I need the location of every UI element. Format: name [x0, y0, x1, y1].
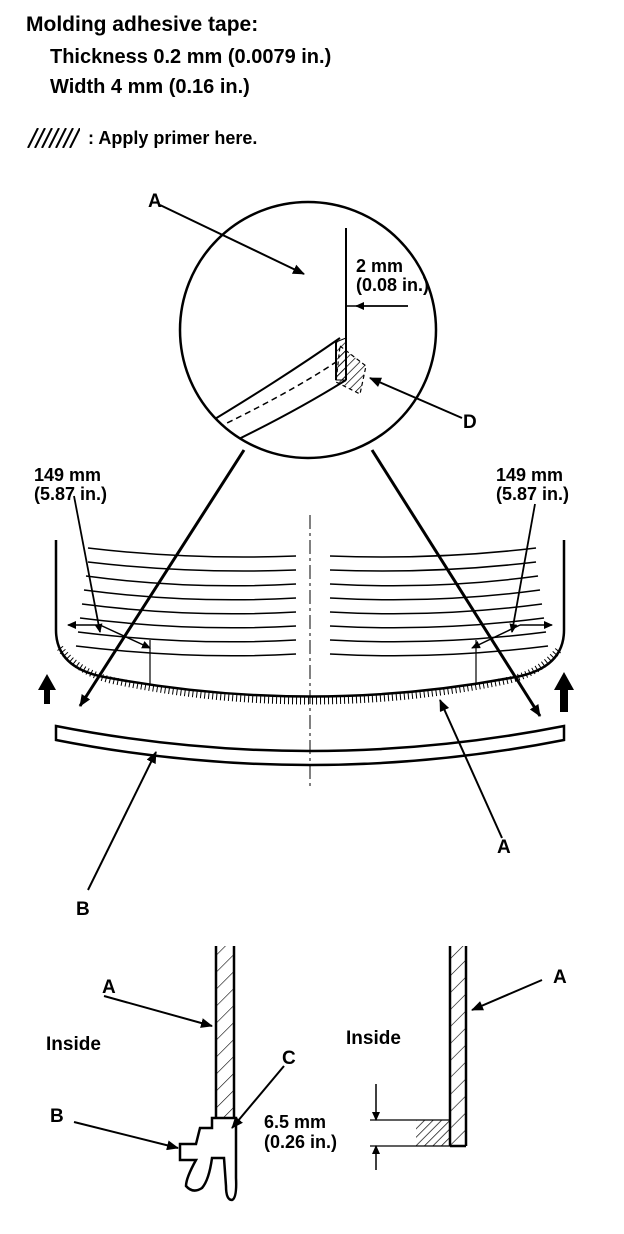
label-d: D: [463, 412, 477, 433]
dim-gap-mm: 2 mm: [356, 256, 403, 276]
label-b-left-section: B: [50, 1106, 64, 1127]
hatch-swatch-icon: [27, 128, 80, 148]
dim-gap-in: (0.08 in.): [356, 275, 429, 295]
label-a-glass: A: [497, 837, 511, 858]
inside-left: Inside: [46, 1034, 101, 1055]
header-thickness: Thickness 0.2 mm (0.0079 in.): [50, 46, 332, 68]
label-b-molding: B: [76, 899, 90, 920]
detail-circle: [159, 200, 463, 460]
cross-section-right: [370, 946, 543, 1170]
dim-end-right-mm: 149 mm: [496, 465, 563, 485]
dim-height-in: (0.26 in.): [264, 1132, 337, 1152]
dim-end-right-in: (5.87 in.): [496, 484, 569, 504]
header-title: Molding adhesive tape:: [26, 13, 259, 36]
dim-height-mm: 6.5 mm: [264, 1112, 326, 1132]
dim-end-left-mm: 149 mm: [34, 465, 101, 485]
label-a-left-section: A: [102, 977, 116, 998]
label-a-detail: A: [148, 191, 162, 212]
legend-text: : Apply primer here.: [88, 128, 258, 148]
header-width: Width 4 mm (0.16 in.): [50, 76, 250, 98]
inside-right: Inside: [346, 1028, 401, 1049]
label-c: C: [282, 1048, 296, 1069]
label-a-right-section: A: [553, 967, 567, 988]
cross-section-left: [73, 946, 285, 1202]
windshield-view: [38, 449, 574, 891]
dim-end-left-in: (5.87 in.): [34, 484, 107, 504]
